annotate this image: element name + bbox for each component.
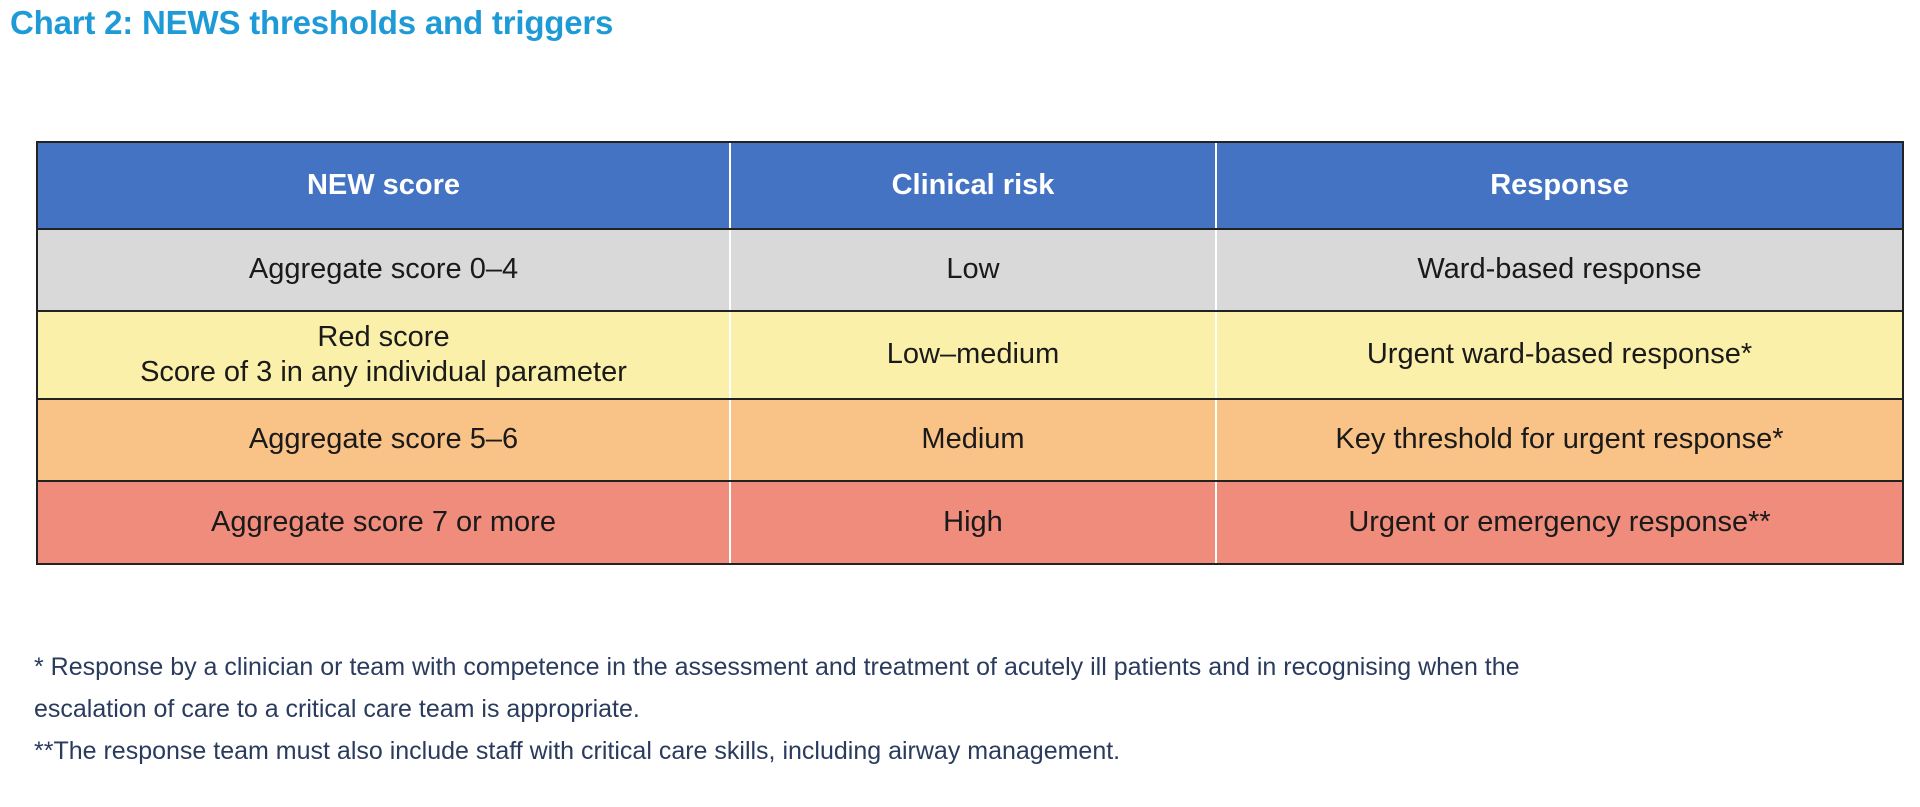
footnote-double-asterisk: **The response team must also include st…	[34, 737, 1121, 765]
table-row: Aggregate score 5–6 Medium Key threshold…	[38, 399, 1902, 482]
cell-new-score-line1: Red score	[317, 320, 450, 353]
footnote-single-asterisk-line1: * Response by a clinician or team with c…	[34, 653, 1520, 681]
cell-new-score: Red score Score of 3 in any individual p…	[38, 311, 731, 400]
news-thresholds-table: NEW score Clinical risk Response Aggrega…	[38, 143, 1902, 563]
table-row: Aggregate score 0–4 Low Ward-based respo…	[38, 229, 1902, 312]
cell-clinical-risk: High	[730, 481, 1217, 563]
cell-new-score: Aggregate score 7 or more	[38, 481, 731, 563]
cell-clinical-risk: Medium	[730, 399, 1217, 482]
news-thresholds-table-container: NEW score Clinical risk Response Aggrega…	[36, 141, 1904, 565]
cell-response: Ward-based response	[1216, 229, 1902, 312]
column-header-response: Response	[1216, 143, 1902, 230]
footnotes: * Response by a clinician or team with c…	[34, 648, 1894, 774]
column-header-clinical-risk: Clinical risk	[730, 143, 1217, 230]
cell-response: Urgent ward-based response*	[1216, 311, 1902, 400]
cell-new-score: Aggregate score 0–4	[38, 229, 731, 312]
cell-clinical-risk: Low–medium	[730, 311, 1217, 400]
cell-new-score: Aggregate score 5–6	[38, 399, 731, 482]
cell-response: Urgent or emergency response**	[1216, 481, 1902, 563]
column-header-new-score: NEW score	[38, 143, 731, 230]
table-header-row: NEW score Clinical risk Response	[38, 143, 1902, 230]
table-row: Aggregate score 7 or more High Urgent or…	[38, 481, 1902, 563]
cell-new-score-line2: Score of 3 in any individual parameter	[140, 356, 627, 388]
cell-response: Key threshold for urgent response*	[1216, 399, 1902, 482]
page-title: Chart 2: NEWS thresholds and triggers	[10, 4, 614, 41]
footnote-single-asterisk-line2: escalation of care to a critical care te…	[34, 695, 640, 723]
table-row: Red score Score of 3 in any individual p…	[38, 311, 1902, 400]
cell-clinical-risk: Low	[730, 229, 1217, 312]
